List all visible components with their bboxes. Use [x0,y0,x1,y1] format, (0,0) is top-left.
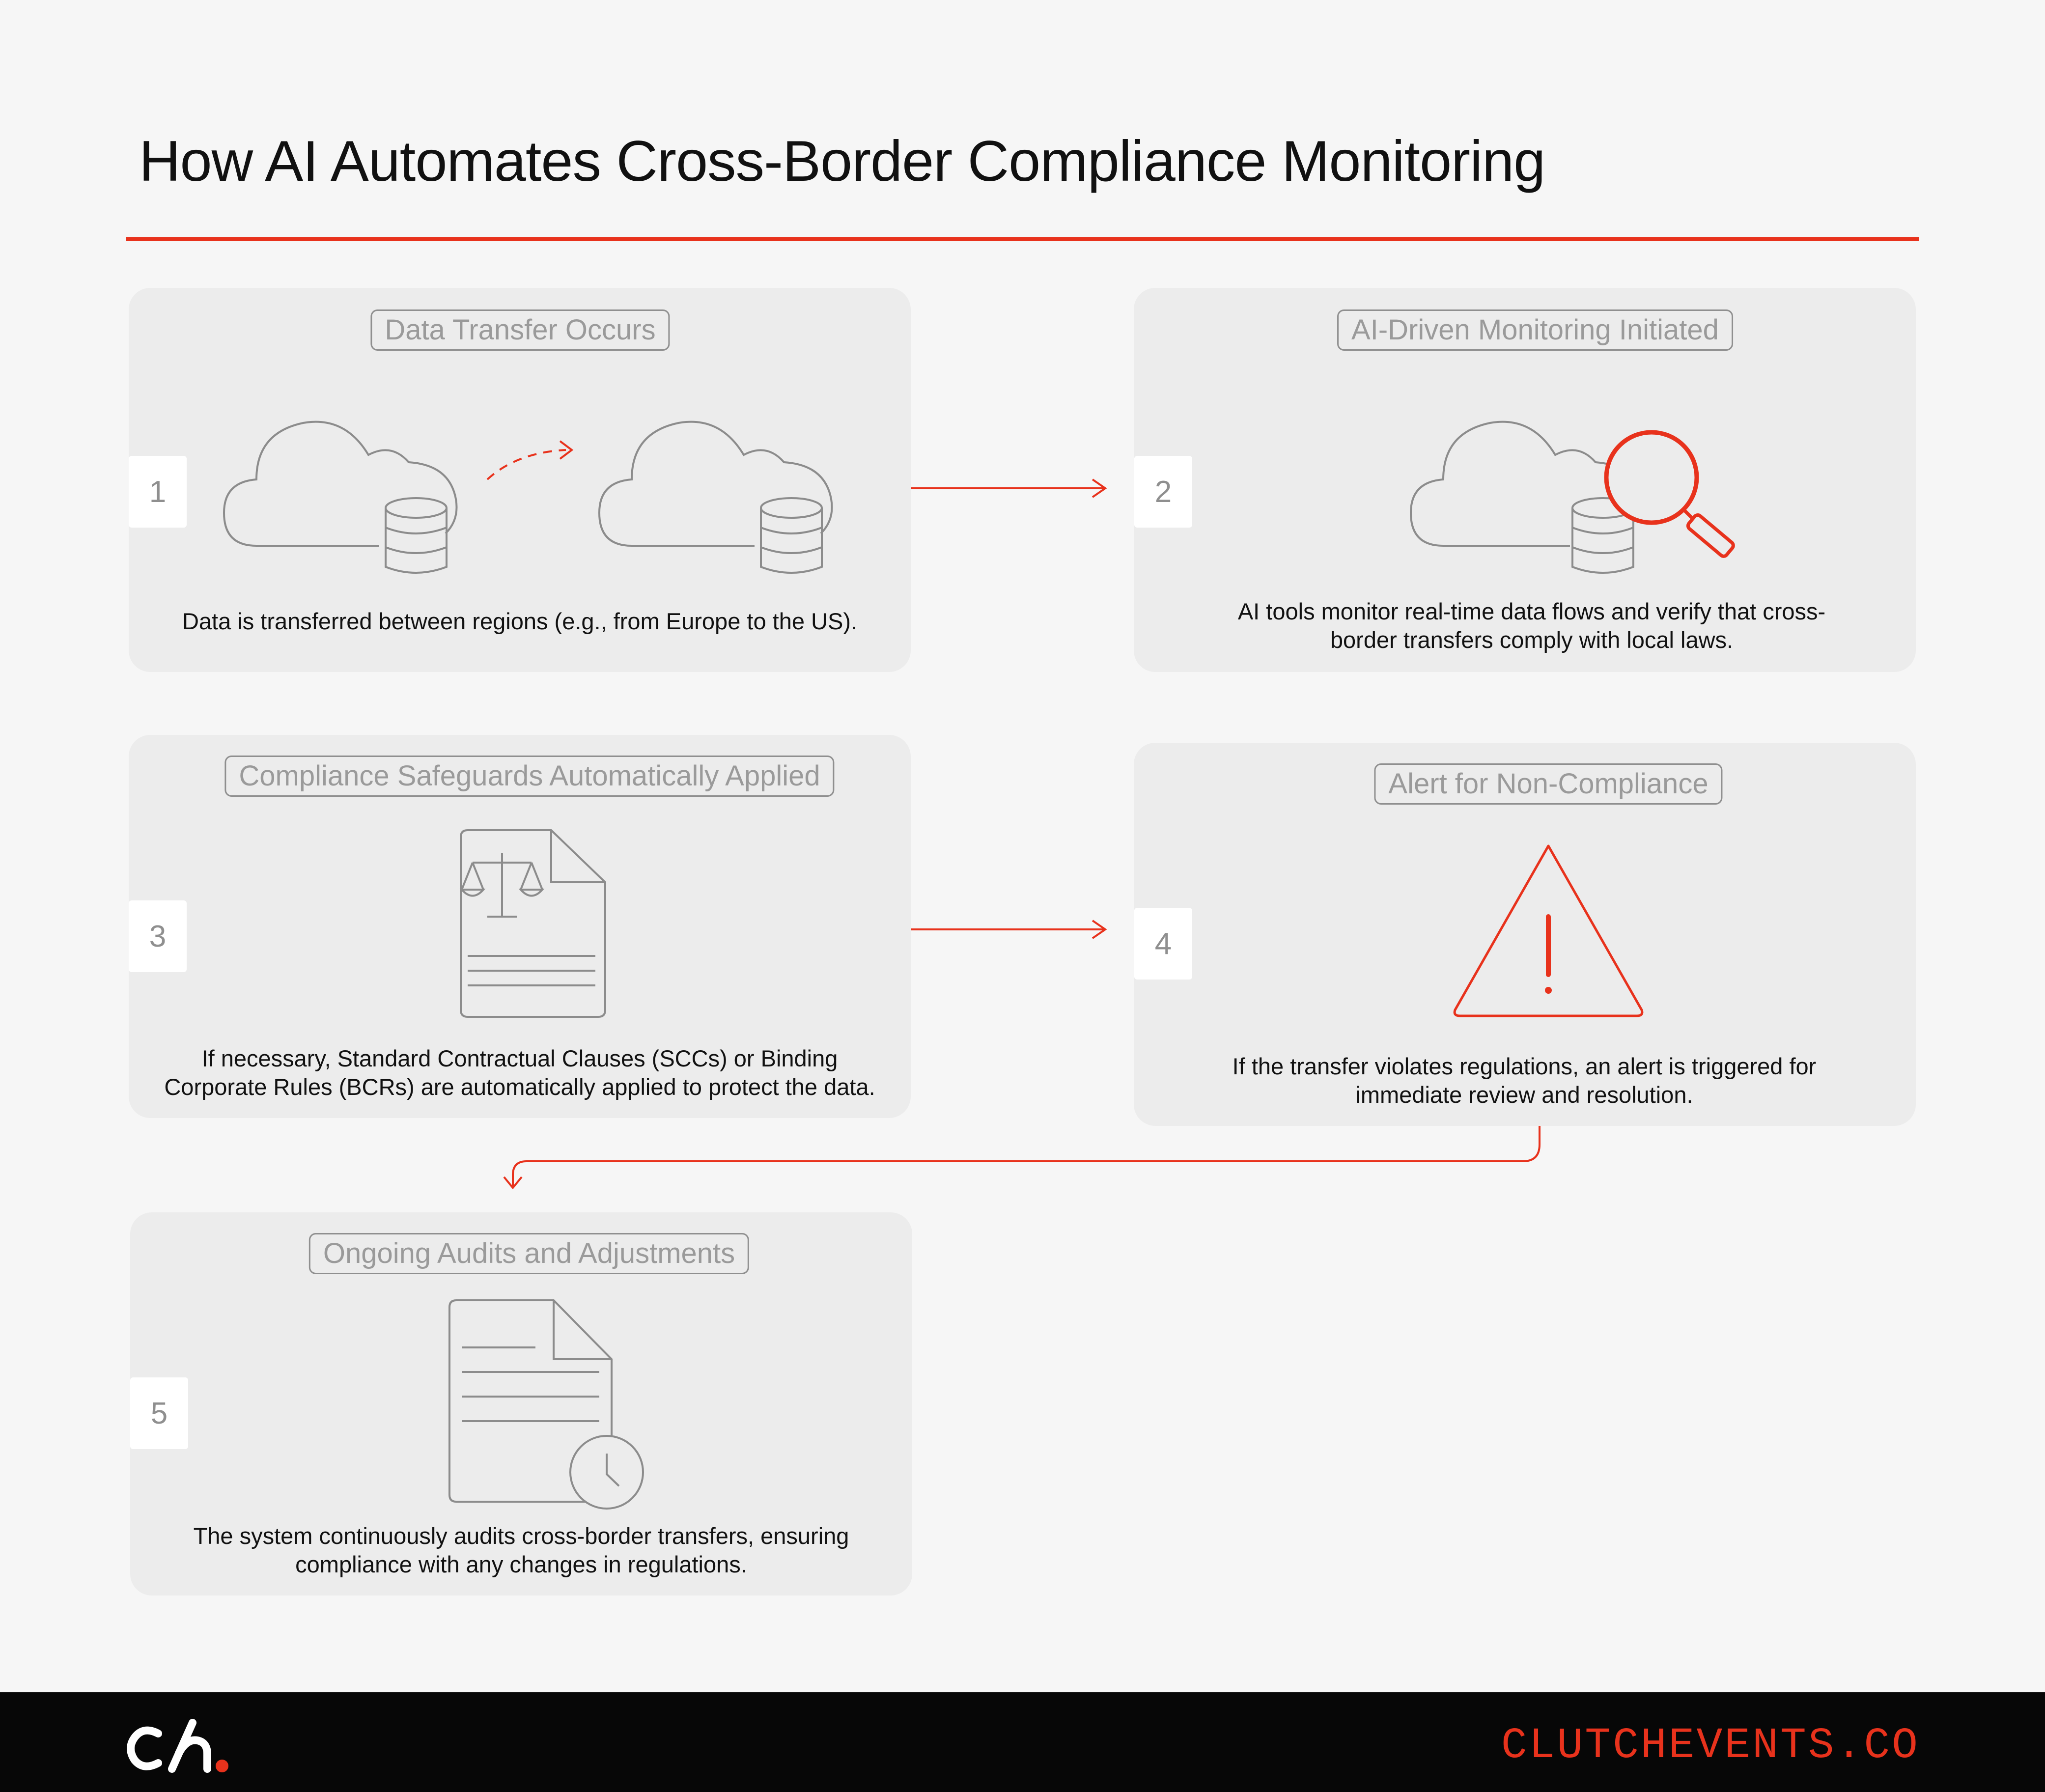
step-label-4: Alert for Non-Compliance [1374,763,1723,805]
step-description-4: If the transfer violates regulations, an… [1232,1053,1817,1108]
step-number-2: 2 [1134,456,1192,528]
step-description-1: Data is transferred between regions (e.g… [182,608,858,634]
ai-monitoring-icon [1409,420,1735,574]
title-underline [126,237,1919,241]
step-card-1: Data Transfer Occurs [129,288,911,672]
cloud-transfer-icon [223,420,833,574]
step-number-5: 5 [130,1377,188,1449]
website-link[interactable]: CLUTCHEVENTS.CO [1501,1722,1920,1770]
step-description-3: If necessary, Standard Contractual Claus… [164,1045,875,1100]
step-card-3: Compliance Safeguards Automatically Appl… [129,735,911,1118]
arrow-step3-to-step4 [911,920,1107,939]
step-card-2: AI-Driven Monitoring Initiated AI tools … [1134,288,1916,672]
step-number-4: 4 [1134,908,1192,980]
footer: CLUTCHEVENTS.CO [0,1692,2045,1792]
step-label-5: Ongoing Audits and Adjustments [308,1233,750,1274]
page-title: How AI Automates Cross-Border Compliance… [139,129,1545,193]
clutch-events-logo [127,1719,228,1773]
step-number-3: 3 [129,900,187,972]
arrow-step1-to-step2 [911,478,1107,498]
legal-document-icon [459,829,606,1018]
arrow-step4-to-step5 [503,1126,1541,1190]
step-description-2: AI tools monitor real-time data flows an… [1237,598,1826,653]
step-label-2: AI-Driven Monitoring Initiated [1337,309,1733,351]
audit-document-icon [448,1299,644,1510]
step-label-1: Data Transfer Occurs [370,309,670,351]
step-card-4: Alert for Non-Compliance If the transfer… [1134,743,1916,1126]
step-card-5: Ongoing Audits and Adjustments The syste… [130,1212,912,1596]
step-label-3: Compliance Safeguards Automatically Appl… [224,756,835,797]
warning-icon [1453,844,1644,1017]
step-description-5: The system continuously audits cross-bor… [193,1523,849,1577]
step-number-1: 1 [129,456,187,528]
